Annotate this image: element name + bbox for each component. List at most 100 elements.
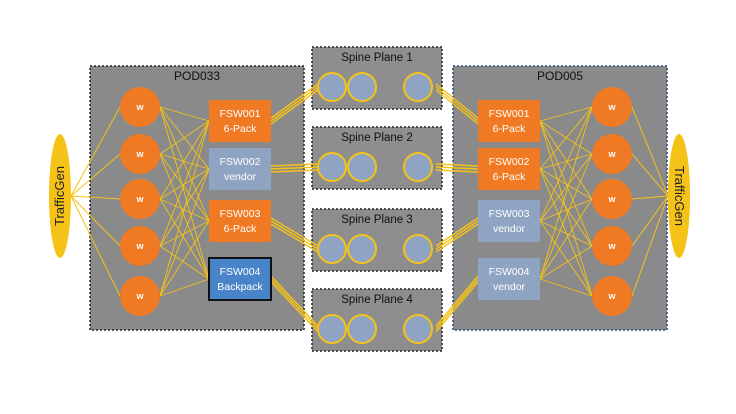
- worker-switch-link: [159, 120, 210, 155]
- spine-switch-node: [403, 152, 433, 182]
- pod005-spine-link: [435, 223, 479, 253]
- switch-box: [209, 148, 271, 190]
- worker-circle: [120, 134, 160, 174]
- worker-switch-link: [159, 278, 210, 297]
- worker-circle: [592, 87, 632, 127]
- pod033-spine-link: [270, 220, 319, 250]
- spine-ellipsis: · · ·: [381, 160, 400, 174]
- spine-plane-title: Spine Plane 1: [341, 52, 413, 64]
- trafficgen-worker-link: [70, 106, 121, 197]
- switch-type: vendor: [224, 171, 257, 183]
- worker-switch-link: [159, 106, 210, 222]
- trafficgen-worker-link: [631, 195, 669, 247]
- worker-switch-link: [159, 220, 210, 297]
- switch-type: 6-Pack: [493, 123, 526, 135]
- switch-type: vendor: [493, 281, 526, 293]
- switch-box: [478, 200, 540, 242]
- worker-node: w: [120, 87, 160, 127]
- switch-name: FSW001: [489, 108, 530, 120]
- spine-plane-title: Spine Plane 2: [341, 132, 413, 144]
- switch-name: FSW002: [220, 156, 261, 168]
- traffic-gen-right: TrafficGen: [668, 134, 690, 258]
- spine-switch-node: [347, 72, 377, 102]
- worker-switch-link: [539, 120, 593, 247]
- worker-node: w: [592, 226, 632, 266]
- worker-circle: [592, 179, 632, 219]
- switch-type: 6-Pack: [224, 123, 257, 135]
- pod-title: POD005: [537, 69, 583, 83]
- pod033-spine-link: [270, 217, 319, 247]
- worker-label: w: [607, 194, 616, 204]
- worker-switch-link: [159, 106, 210, 280]
- worker-node: w: [592, 179, 632, 219]
- pod005-spine-link: [435, 163, 479, 167]
- worker-switch-link: [539, 153, 593, 222]
- worker-switch-link: [159, 153, 210, 170]
- switch-type: Backpack: [217, 281, 263, 293]
- pod005-spine-link: [435, 86, 479, 122]
- switch-box: [478, 148, 540, 190]
- trafficgen-worker-link: [631, 195, 669, 200]
- worker-circle: [120, 226, 160, 266]
- worker-switch-link: [159, 153, 210, 280]
- worker-label: w: [607, 102, 616, 112]
- spine-switch-node: [317, 314, 347, 344]
- switch-name: FSW003: [220, 208, 261, 220]
- worker-switch-link: [539, 106, 593, 280]
- worker-switch-link: [539, 245, 593, 280]
- spine-ellipsis: · · ·: [381, 322, 400, 336]
- worker-switch-link: [159, 245, 210, 280]
- spine-switch-node: [403, 72, 433, 102]
- spine-switch-node: [317, 234, 347, 264]
- spine-switch-node: [347, 314, 377, 344]
- spine-plane-title: Spine Plane 4: [341, 294, 413, 306]
- pod005-spine-link: [435, 217, 479, 247]
- pod033-spine-link: [270, 86, 319, 122]
- worker-label: w: [135, 149, 144, 159]
- trafficgen-worker-link: [70, 195, 121, 297]
- worker-switch-link: [539, 106, 593, 122]
- trafficgen-worker-link: [631, 106, 669, 197]
- worker-node: w: [120, 276, 160, 316]
- traffic-gen-right-label: TrafficGen: [672, 166, 687, 226]
- worker-switch-link: [539, 278, 593, 297]
- spine-plane-title: Spine Plane 3: [341, 214, 413, 226]
- worker-circle: [592, 226, 632, 266]
- worker-switch-link: [539, 153, 593, 170]
- switch-box: [208, 257, 272, 301]
- worker-circle: [592, 134, 632, 174]
- pod033-spine-link: [270, 223, 319, 253]
- trafficgen-worker-link: [70, 195, 121, 247]
- worker-switch-link: [539, 168, 593, 297]
- trafficgen-worker-link: [70, 195, 121, 200]
- worker-label: w: [135, 102, 144, 112]
- switch-type: 6-Pack: [224, 223, 257, 235]
- worker-node: w: [120, 226, 160, 266]
- pod005-spine-link: [435, 281, 479, 333]
- switch-name: FSW004: [220, 266, 261, 278]
- worker-label: w: [607, 241, 616, 251]
- spine-ellipsis: · · ·: [381, 80, 400, 94]
- traffic-gen-left-label: TrafficGen: [52, 166, 67, 226]
- switch-name: FSW001: [220, 108, 261, 120]
- spine-switch-node: [347, 234, 377, 264]
- worker-switch-link: [159, 120, 210, 200]
- pod033-spine-link: [270, 83, 319, 119]
- worker-switch-link: [539, 198, 593, 280]
- worker-switch-link: [159, 168, 210, 297]
- pod005-spine-link: [435, 89, 479, 125]
- worker-circle: [120, 179, 160, 219]
- switch-box: [478, 100, 540, 142]
- spine-switch-node: [347, 152, 377, 182]
- worker-switch-link: [159, 120, 210, 247]
- pod005-spine-link: [435, 220, 479, 250]
- switch-type: 6-Pack: [493, 171, 526, 183]
- worker-label: w: [607, 291, 616, 301]
- trafficgen-worker-link: [631, 153, 669, 197]
- switch-box: [478, 258, 540, 300]
- spine-switch-node: [317, 72, 347, 102]
- spine-ellipsis: · · ·: [381, 242, 400, 256]
